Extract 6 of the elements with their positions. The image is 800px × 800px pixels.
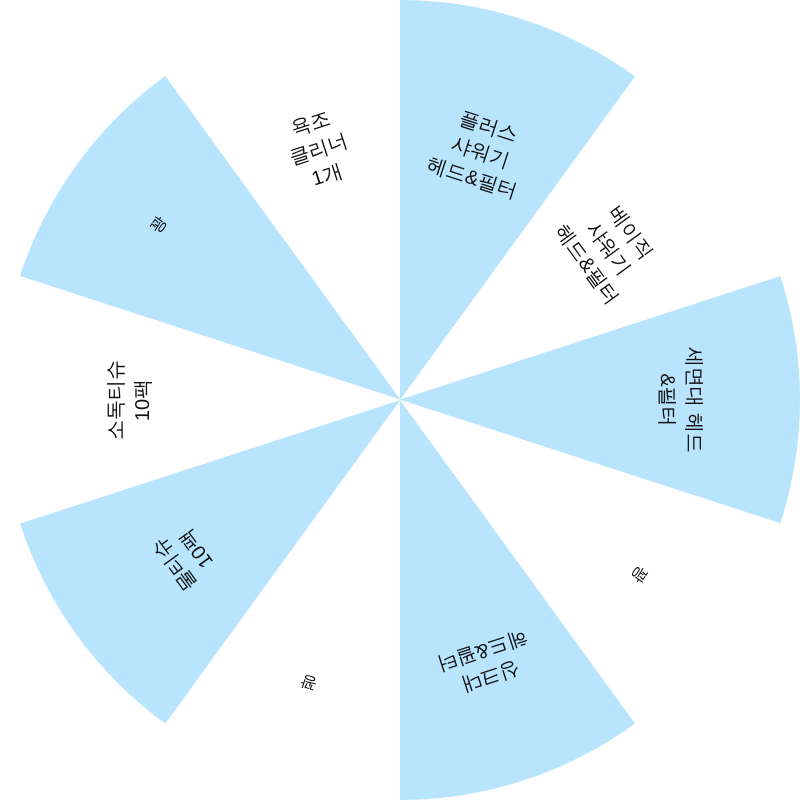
prize-label: 욕조 클리너 1개 [272,100,366,200]
prize-label: 소독티슈 10팩 [103,355,157,445]
prize-label: 꽝 [618,551,660,596]
prize-label: 꽝 [146,212,172,238]
prize-label: 세면대 헤드 &필터 [655,346,706,455]
prize-label: 꽝 [286,665,331,698]
